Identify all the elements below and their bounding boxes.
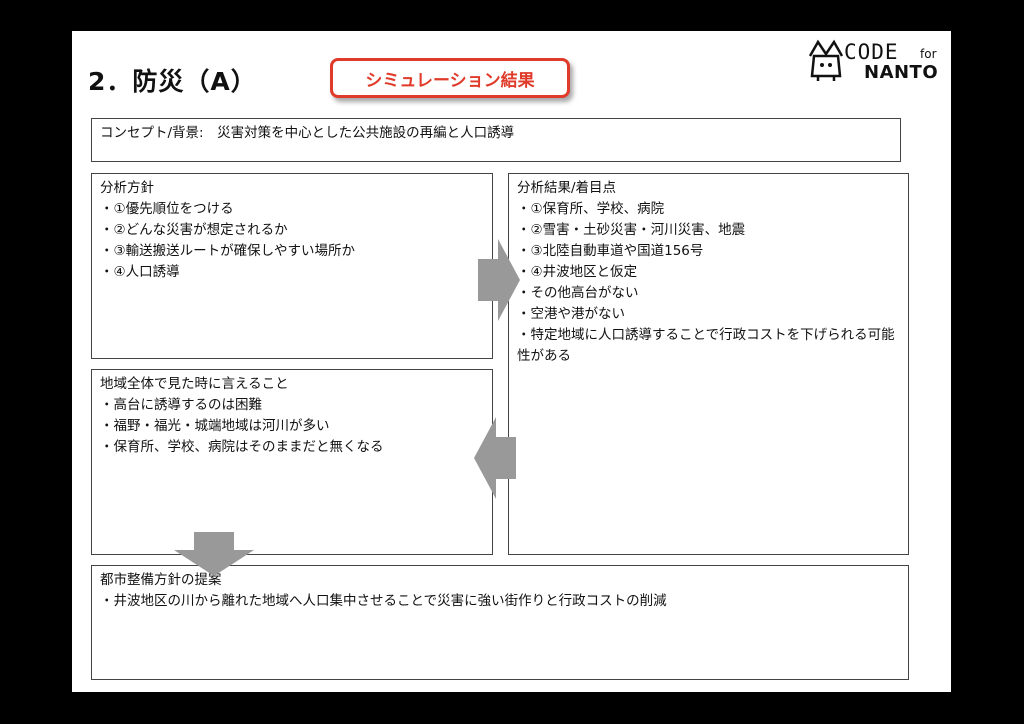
- page-title: 2．防災（A）: [88, 67, 257, 96]
- code-for-nanto-logo: CODE for NANTO: [806, 38, 948, 84]
- results-item: ・空港や港がない: [517, 306, 625, 322]
- concept-box: コンセプト/背景: 災害対策を中心とした公共施設の再編と人口誘導: [91, 118, 901, 162]
- proposal-item: ・井波地区の川から離れた地域へ人口集中させることで災害に強い街作りと行政コストの…: [100, 593, 667, 609]
- policy-heading: 分析方針: [100, 180, 154, 196]
- policy-item: ・①優先順位をつける: [100, 201, 234, 217]
- analysis-results-box: 分析結果/着目点 ・①保育所、学校、病院 ・②雪害・土砂災害・河川災害、地震 ・…: [508, 173, 909, 555]
- results-heading: 分析結果/着目点: [517, 180, 617, 196]
- results-item: ・③北陸自動車道や国道156号: [517, 243, 704, 259]
- regional-view-box: 地域全体で見た時に言えること ・高台に誘導するのは困難 ・福野・福光・城端地域は…: [91, 369, 493, 555]
- left-arrow-icon: [474, 417, 516, 499]
- proposal-heading: 都市整備方針の提案: [100, 572, 222, 588]
- policy-item: ・②どんな災害が想定されるか: [100, 222, 288, 238]
- view-item: ・福野・福光・城端地域は河川が多い: [100, 418, 330, 434]
- results-item: ・特定地域に人口誘導することで行政コストを下げられる可能性がある: [517, 327, 895, 364]
- policy-item: ・③輸送搬送ルートが確保しやすい場所か: [100, 243, 355, 259]
- logo-nanto-text: NANTO: [864, 62, 939, 83]
- results-item: ・②雪害・土砂災害・河川災害、地震: [517, 222, 746, 238]
- simulation-result-badge: シミュレーション結果: [330, 58, 570, 98]
- right-arrow-icon: [478, 239, 520, 321]
- results-item: ・④井波地区と仮定: [517, 264, 638, 280]
- house-mascot-icon: [808, 39, 844, 81]
- results-item: ・①保育所、学校、病院: [517, 201, 665, 217]
- policy-item: ・④人口誘導: [100, 264, 180, 280]
- view-heading: 地域全体で見た時に言えること: [100, 376, 289, 392]
- concept-text: コンセプト/背景: 災害対策を中心とした公共施設の再編と人口誘導: [100, 125, 515, 141]
- proposal-box: 都市整備方針の提案 ・井波地区の川から離れた地域へ人口集中させることで災害に強い…: [91, 565, 909, 680]
- logo-for-text: for: [920, 47, 937, 61]
- view-item: ・保育所、学校、病院はそのままだと無くなる: [100, 439, 384, 455]
- view-item: ・高台に誘導するのは困難: [100, 397, 262, 413]
- down-arrow-icon: [174, 532, 254, 576]
- analysis-policy-box: 分析方針 ・①優先順位をつける ・②どんな災害が想定されるか ・③輸送搬送ルート…: [91, 173, 493, 359]
- logo-code-text: CODE: [844, 40, 899, 64]
- results-item: ・その他高台がない: [517, 285, 639, 301]
